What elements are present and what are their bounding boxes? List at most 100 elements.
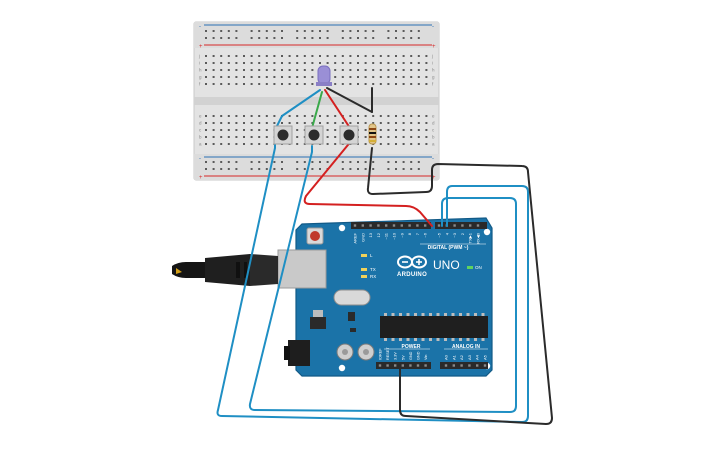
digital-pin-label: ~3 (452, 232, 457, 237)
digital-pin-label: 7 (415, 232, 420, 235)
digital-pin-label: 8 (407, 232, 412, 235)
analog-pin[interactable] (483, 364, 487, 367)
row-letter: c (432, 128, 435, 133)
digital-pin-label: TX▶1 (468, 232, 473, 243)
row-letter: f (432, 82, 434, 87)
analog-pin-label: A1 (451, 354, 456, 360)
row-letter: i (432, 61, 433, 66)
power-pin[interactable] (394, 364, 397, 367)
digital-header-right[interactable] (435, 222, 487, 229)
digital-pin[interactable] (416, 224, 419, 227)
wire-blue-led-lead[interactable] (275, 89, 321, 129)
wire-blue-button2[interactable] (248, 145, 517, 413)
breadboard-holes (205, 30, 428, 170)
reset-button-cap[interactable] (310, 231, 320, 241)
crystal-oscillator (333, 289, 371, 306)
digital-pin-label: 12 (376, 232, 381, 237)
analog-pin-label: A5 (483, 354, 488, 360)
rgb-led-body (317, 65, 331, 85)
digital-pin-label: 4 (444, 232, 449, 235)
dc-power-jack[interactable] (288, 340, 310, 366)
rail-sign: + (432, 44, 436, 50)
digital-header-left[interactable] (351, 222, 431, 229)
analog-pin[interactable] (452, 364, 455, 367)
power-pin-label: 3.3V (394, 352, 398, 360)
power-pin[interactable] (386, 364, 389, 367)
digital-pin-label: AREF (353, 232, 358, 243)
wire-red-led-lead[interactable] (324, 89, 351, 129)
digital-pin[interactable] (476, 224, 480, 227)
digital-pin[interactable] (353, 224, 357, 227)
rail-sign: + (432, 175, 436, 181)
power-pin-label: Vin (424, 355, 428, 360)
analog-pin[interactable] (444, 364, 448, 367)
digital-pin-label: ~10 (392, 232, 397, 240)
mounting-hole (483, 228, 491, 236)
wire-black-ground[interactable] (366, 147, 553, 425)
digital-pin[interactable] (361, 224, 364, 227)
rx-led-label: RX (370, 274, 376, 279)
digital-pin-label: ~6 (423, 232, 428, 237)
power-pin[interactable] (401, 364, 404, 367)
row-letter: e (432, 114, 435, 119)
digital-pin-label: 13 (368, 232, 373, 237)
row-letter: e (199, 114, 202, 119)
mounting-hole (338, 224, 346, 232)
row-letter: i (199, 61, 200, 66)
center-channel (194, 97, 439, 105)
power-pin[interactable] (378, 364, 382, 367)
digital-pin[interactable] (437, 224, 441, 227)
digital-pin[interactable] (400, 224, 403, 227)
resistor[interactable] (368, 123, 377, 145)
digital-pwm-label: DIGITAL (PWM ~) (428, 245, 469, 251)
atmega-chip (380, 316, 488, 338)
analog-in-label: ANALOG IN (452, 344, 480, 350)
power-pin[interactable] (424, 364, 427, 367)
wire-red-power[interactable] (303, 139, 433, 227)
smd-component (350, 328, 356, 332)
digital-pin[interactable] (461, 224, 464, 227)
push-button-cap (308, 129, 320, 141)
digital-pin[interactable] (453, 224, 456, 227)
wire-blue-button1[interactable] (216, 137, 529, 423)
digital-pin[interactable] (385, 224, 388, 227)
usb-cable-strain (172, 262, 205, 278)
analog-header[interactable] (440, 362, 488, 369)
wires[interactable] (216, 87, 553, 425)
digital-pin[interactable] (408, 224, 411, 227)
push-button-3[interactable] (339, 125, 359, 145)
wire-black-led-lead[interactable] (326, 87, 373, 113)
digital-pin-label: ~5 (437, 232, 442, 237)
analog-pin[interactable] (468, 364, 471, 367)
digital-pin[interactable] (392, 224, 396, 227)
arduino-model: UNO (433, 258, 460, 272)
push-button-2[interactable] (304, 125, 324, 145)
on-led-label: ON (475, 265, 482, 270)
digital-pin[interactable] (469, 224, 472, 227)
power-pin[interactable] (409, 364, 412, 367)
push-button-cap (343, 129, 355, 141)
rail-sign: - (199, 24, 201, 30)
power-pin-label: GND (417, 351, 421, 360)
power-pin-label: RESET (386, 347, 390, 360)
rgb-led[interactable] (316, 65, 332, 86)
digital-pin[interactable] (369, 224, 372, 227)
digital-pin[interactable] (424, 224, 427, 227)
wire-green-led-lead[interactable] (311, 91, 323, 129)
row-letter: a (432, 142, 435, 147)
row-letter: b (199, 135, 202, 140)
digital-pin[interactable] (377, 224, 380, 227)
row-letter: h (199, 68, 202, 73)
power-pin[interactable] (416, 364, 420, 367)
analog-pin[interactable] (476, 364, 479, 367)
analog-pin[interactable] (460, 364, 463, 367)
digital-pin-label: GND (360, 233, 365, 242)
push-button-1[interactable] (273, 125, 293, 145)
